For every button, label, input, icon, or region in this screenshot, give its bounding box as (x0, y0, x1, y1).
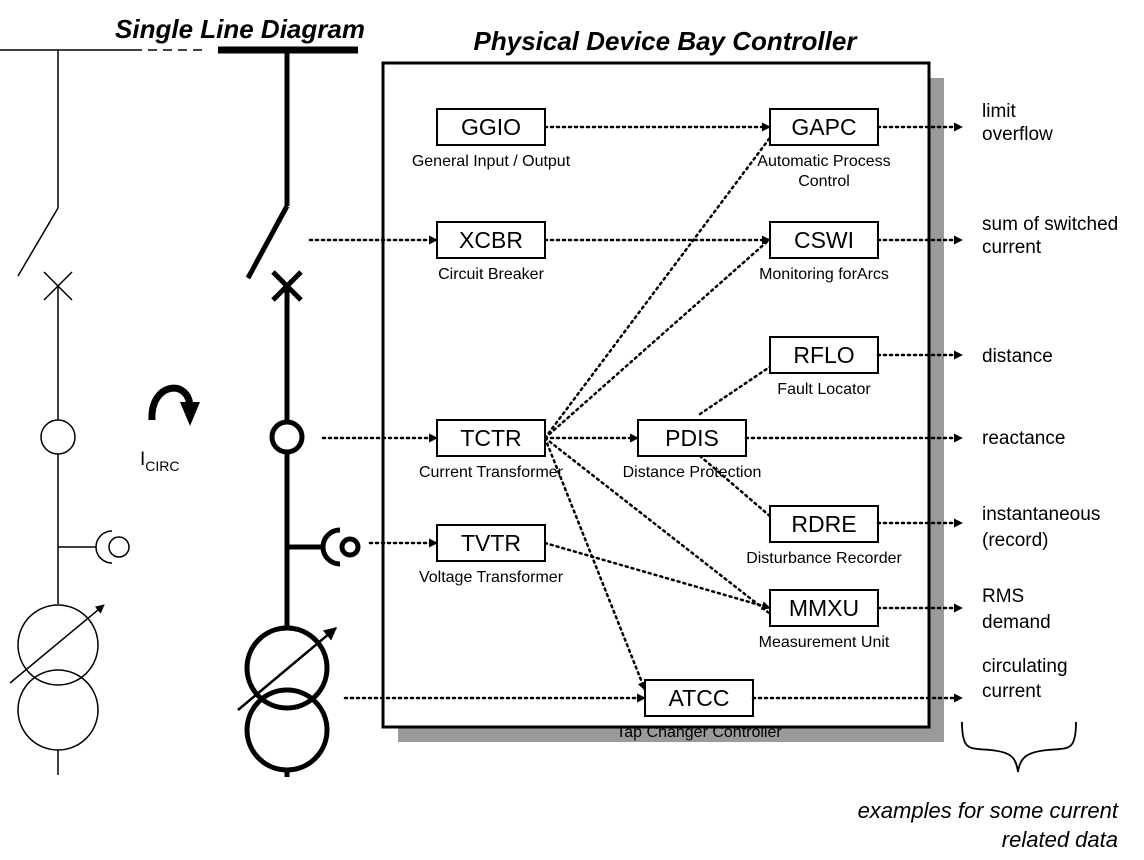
rdre-label-0: Disturbance Recorder (746, 550, 902, 567)
ggio-code: GGIO (461, 114, 521, 140)
mmxu-box (769, 589, 879, 627)
node-tvtr: TVTR Voltage Transformer (419, 524, 564, 586)
gapc-box (769, 108, 879, 146)
node-tctr: TCTR Current Transformer (419, 419, 564, 481)
node-xcbr: XCBR Circuit Breaker (436, 221, 546, 283)
tvtr-label-0: Voltage Transformer (419, 569, 564, 586)
atcc-code: ATCC (669, 685, 730, 711)
connections (308, 122, 782, 703)
atcc-label-0: Tap Changer Controller (616, 724, 782, 741)
output-cswi-1: current (982, 237, 1042, 258)
node-rflo: RFLO Fault Locator (769, 336, 879, 398)
output-rdre-1: (record) (982, 530, 1049, 551)
tvtr-code: TVTR (461, 530, 521, 556)
xcbr-code: XCBR (459, 227, 523, 253)
output-rflo-0: distance (982, 346, 1053, 367)
connection-arrow-5 (543, 125, 780, 440)
atcc-box (644, 679, 754, 717)
gapc-code: GAPC (791, 114, 856, 140)
output-atcc-0: circulating (982, 656, 1068, 677)
tctr-label-0: Current Transformer (419, 464, 564, 481)
circ-label-sub: CIRC (145, 458, 179, 474)
tvtr-box (436, 524, 546, 562)
gapc-label-0: Automatic Process (757, 153, 890, 170)
rdre-code: RDRE (791, 511, 856, 537)
connection-arrow-9 (698, 358, 782, 416)
node-atcc: ATCC Tap Changer Controller (616, 679, 782, 741)
cswi-box (769, 221, 879, 259)
xcbr-box (436, 221, 546, 259)
sld-thick-bay (218, 46, 361, 777)
tctr-code: TCTR (460, 425, 521, 451)
circulating-current-icon (148, 384, 200, 426)
cswi-code: CSWI (794, 227, 854, 253)
rflo-label-0: Fault Locator (777, 381, 871, 398)
connection-arrow-6 (543, 230, 780, 440)
tctr-box (436, 419, 546, 457)
connection-arrow-10 (698, 454, 780, 525)
brace (961, 721, 1077, 773)
rflo-code: RFLO (793, 342, 854, 368)
rflo-box (769, 336, 879, 374)
connection-arrow-8 (543, 436, 647, 692)
node-cswi: CSWI Monitoring forArcs (759, 221, 889, 283)
connection-arrow-7 (543, 436, 780, 622)
ggio-label-0: General Input / Output (412, 153, 571, 170)
circ-label: ICIRC (140, 449, 180, 474)
output-pdis-0: reactance (982, 428, 1065, 449)
output-mmxu-1: demand (982, 612, 1051, 633)
ggio-box (436, 108, 546, 146)
node-rdre: RDRE Disturbance Recorder (746, 505, 902, 567)
footnote-line-1: examples for some current (858, 798, 1119, 823)
connection-arrow-12 (543, 541, 772, 611)
device-title: Physical Device Bay Controller (474, 26, 859, 56)
node-mmxu: MMXU Measurement Unit (759, 589, 890, 651)
circ-label-main: I (140, 449, 145, 470)
xcbr-label-0: Circuit Breaker (438, 266, 544, 283)
output-cswi-0: sum of switched (982, 214, 1118, 235)
pdis-code: PDIS (665, 425, 719, 451)
sld-thin-bay (0, 49, 204, 775)
logical-nodes: GGIO General Input / Output GAPC Automatic … (412, 108, 902, 741)
cswi-label-0: Monitoring forArcs (759, 266, 889, 283)
node-pdis: PDIS Distance Protection (623, 419, 762, 481)
mmxu-code: MMXU (789, 595, 859, 621)
output-rdre-0: instantaneous (982, 504, 1100, 525)
output-gapc-0: limit (982, 101, 1016, 122)
output-atcc-1: current (982, 681, 1042, 702)
pdis-label-0: Distance Protection (623, 464, 762, 481)
sld-title: Single Line Diagram (115, 14, 365, 44)
footnote-line-2: related data (1002, 827, 1118, 852)
output-mmxu-0: RMS (982, 586, 1024, 607)
gapc-label-1: Control (798, 173, 850, 190)
pdis-box (637, 419, 747, 457)
output-gapc-1: overflow (982, 124, 1053, 145)
node-ggio: GGIO General Input / Output (412, 108, 571, 170)
mmxu-label-0: Measurement Unit (759, 634, 890, 651)
